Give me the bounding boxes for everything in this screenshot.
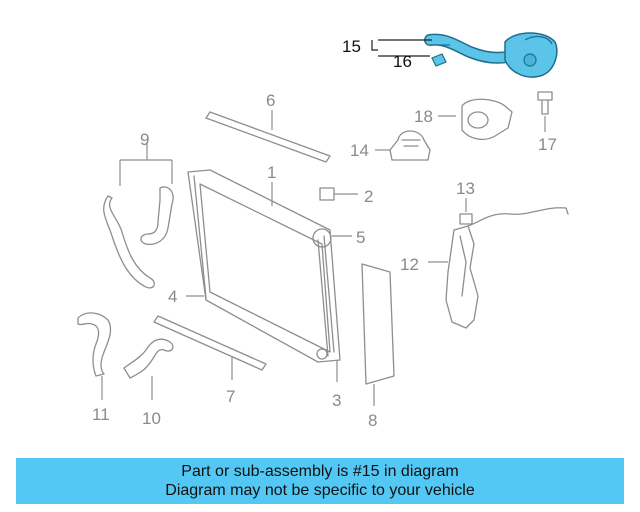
info-banner: Part or sub-assembly is #15 in diagram D… [16, 458, 624, 504]
part-7-seal [153, 315, 267, 380]
callout-9: 9 [140, 130, 149, 149]
part-12-reservoir [428, 225, 479, 329]
callout-6: 6 [266, 91, 275, 110]
callout-18: 18 [414, 107, 433, 126]
part-11-hose [77, 312, 112, 400]
parts-diagram: 15 16 17 18 14 6 9 1 [77, 32, 569, 430]
callout-13: 13 [456, 179, 475, 198]
callout-12: 12 [400, 255, 419, 274]
part-9-hoses [103, 142, 174, 289]
callout-5: 5 [356, 228, 365, 247]
callout-8: 8 [368, 411, 377, 430]
callout-14: 14 [350, 141, 369, 160]
part-17-bolt [537, 91, 553, 132]
callout-17: 17 [538, 135, 557, 154]
callout-7: 7 [226, 387, 235, 406]
callout-10: 10 [142, 409, 161, 428]
banner-line-1: Part or sub-assembly is #15 in diagram [181, 463, 459, 480]
callout-3: 3 [332, 391, 341, 410]
part-2-bracket [319, 187, 358, 201]
callout-2: 2 [364, 187, 373, 206]
part-13-tube [459, 198, 569, 227]
part-14-cap [375, 130, 431, 161]
banner-line-2: Diagram may not be specific to your vehi… [165, 482, 475, 499]
callout-15: 15 [342, 37, 361, 56]
part-1-radiator [187, 169, 341, 363]
callout-1: 1 [267, 163, 276, 182]
callout-4: 4 [168, 287, 177, 306]
part-6-seal [205, 110, 331, 163]
part-10-hose [123, 338, 174, 400]
leader-15-16 [371, 39, 432, 57]
callout-11: 11 [92, 405, 110, 424]
callout-16: 16 [393, 52, 412, 71]
part-18-housing [438, 98, 513, 141]
highlighted-hose-assembly[interactable] [424, 32, 558, 78]
part-8-panel [361, 263, 395, 406]
